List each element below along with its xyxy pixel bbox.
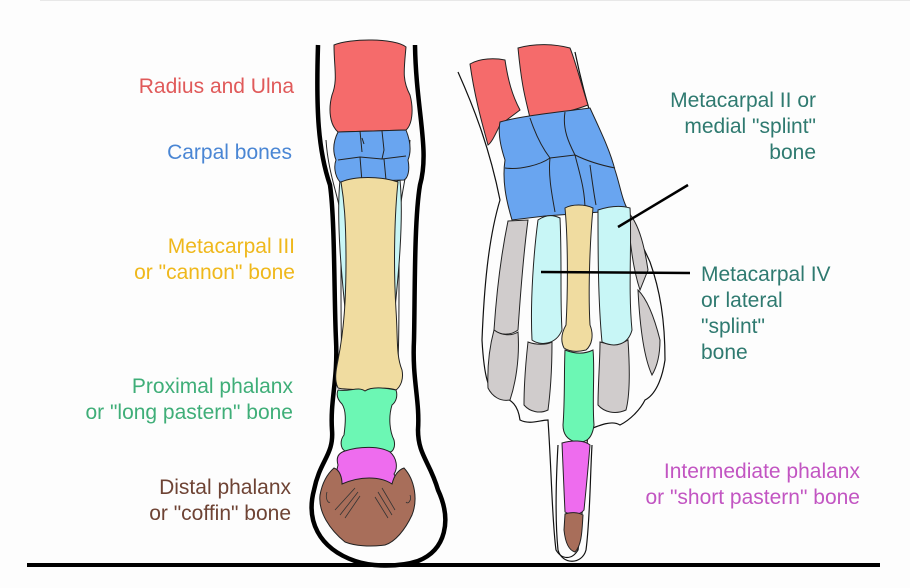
hand-metacarpal-ii: [597, 205, 633, 346]
label-radius-ulna: Radius and Ulna: [139, 74, 294, 100]
label-metacarpal-ii: Metacarpal II or medial "splint" bone: [670, 88, 816, 166]
label-line: Proximal phalanx: [131, 375, 293, 398]
label-line: Distal phalanx: [159, 476, 291, 499]
label-line: Metacarpal II or: [670, 89, 816, 112]
top-border: [40, 0, 910, 1]
label-line: bone: [701, 341, 748, 364]
hand-other-digits: [487, 210, 661, 413]
label-line: or "long pastern" bone: [85, 401, 293, 424]
horse-carpal-bones: [333, 129, 411, 183]
hand-metacarpal-iii: [561, 204, 594, 352]
label-line: Carpal bones: [167, 141, 292, 164]
hand-metacarpal-iv: [530, 215, 563, 344]
label-line: or "coffin" bone: [149, 502, 291, 525]
label-line: or "short pastern" bone: [645, 486, 860, 509]
hand-middle-finger-outline: [555, 444, 593, 562]
label-metacarpal-iii: Metacarpal III or "cannon" bone: [134, 234, 295, 286]
hand-outline: [457, 51, 666, 559]
pointer-line-metacarpal-ii: [617, 183, 689, 229]
horse-metacarpal-iii: [335, 177, 403, 392]
horse-leg-outline: [309, 44, 448, 568]
label-line: Metacarpal III: [167, 235, 295, 258]
label-intermediate-phalanx: Intermediate phalanx or "short pastern" …: [645, 459, 860, 511]
label-line: bone: [769, 141, 816, 164]
pointer-line-metacarpal-iv: [540, 270, 691, 275]
horse-coffin-bone-texture: [325, 487, 411, 519]
horse-foreleg: [309, 39, 448, 568]
horse-radius-ulna: [329, 39, 413, 133]
label-line: Intermediate phalanx: [663, 460, 860, 483]
label-metacarpal-iv: Metacarpal IV or lateral "splint" bone: [701, 262, 831, 366]
label-line: or "cannon" bone: [134, 261, 295, 284]
label-line: or lateral: [701, 289, 783, 312]
label-line: Radius and Ulna: [138, 75, 294, 98]
label-line: medial "splint": [684, 115, 816, 138]
human-hand: [457, 44, 691, 562]
hand-carpal-bones: [498, 107, 629, 221]
label-line: "splint": [701, 315, 765, 338]
label-line: Metacarpal IV: [701, 263, 831, 286]
hand-distal-phalanx: [563, 512, 584, 553]
hand-proximal-phalanx: [562, 349, 595, 443]
horse-distal-phalanx: [319, 467, 416, 547]
label-carpal-bones: Carpal bones: [167, 140, 292, 166]
label-proximal-phalanx: Proximal phalanx or "long pastern" bone: [85, 374, 293, 426]
label-distal-phalanx: Distal phalanx or "coffin" bone: [149, 475, 291, 527]
hand-intermediate-phalanx: [561, 440, 591, 515]
horse-proximal-phalanx: [336, 387, 398, 453]
hand-radius: [517, 44, 589, 119]
